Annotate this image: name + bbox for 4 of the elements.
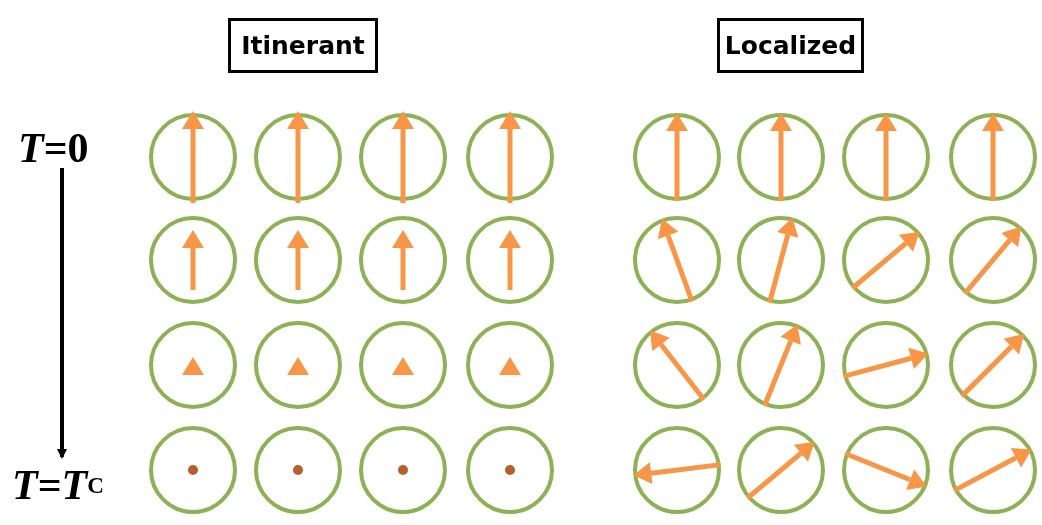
title-box: Localized bbox=[717, 18, 864, 73]
arrow bbox=[57, 168, 67, 459]
temperature-label: T=0 bbox=[18, 122, 128, 174]
title-box: Itinerant bbox=[228, 18, 378, 73]
